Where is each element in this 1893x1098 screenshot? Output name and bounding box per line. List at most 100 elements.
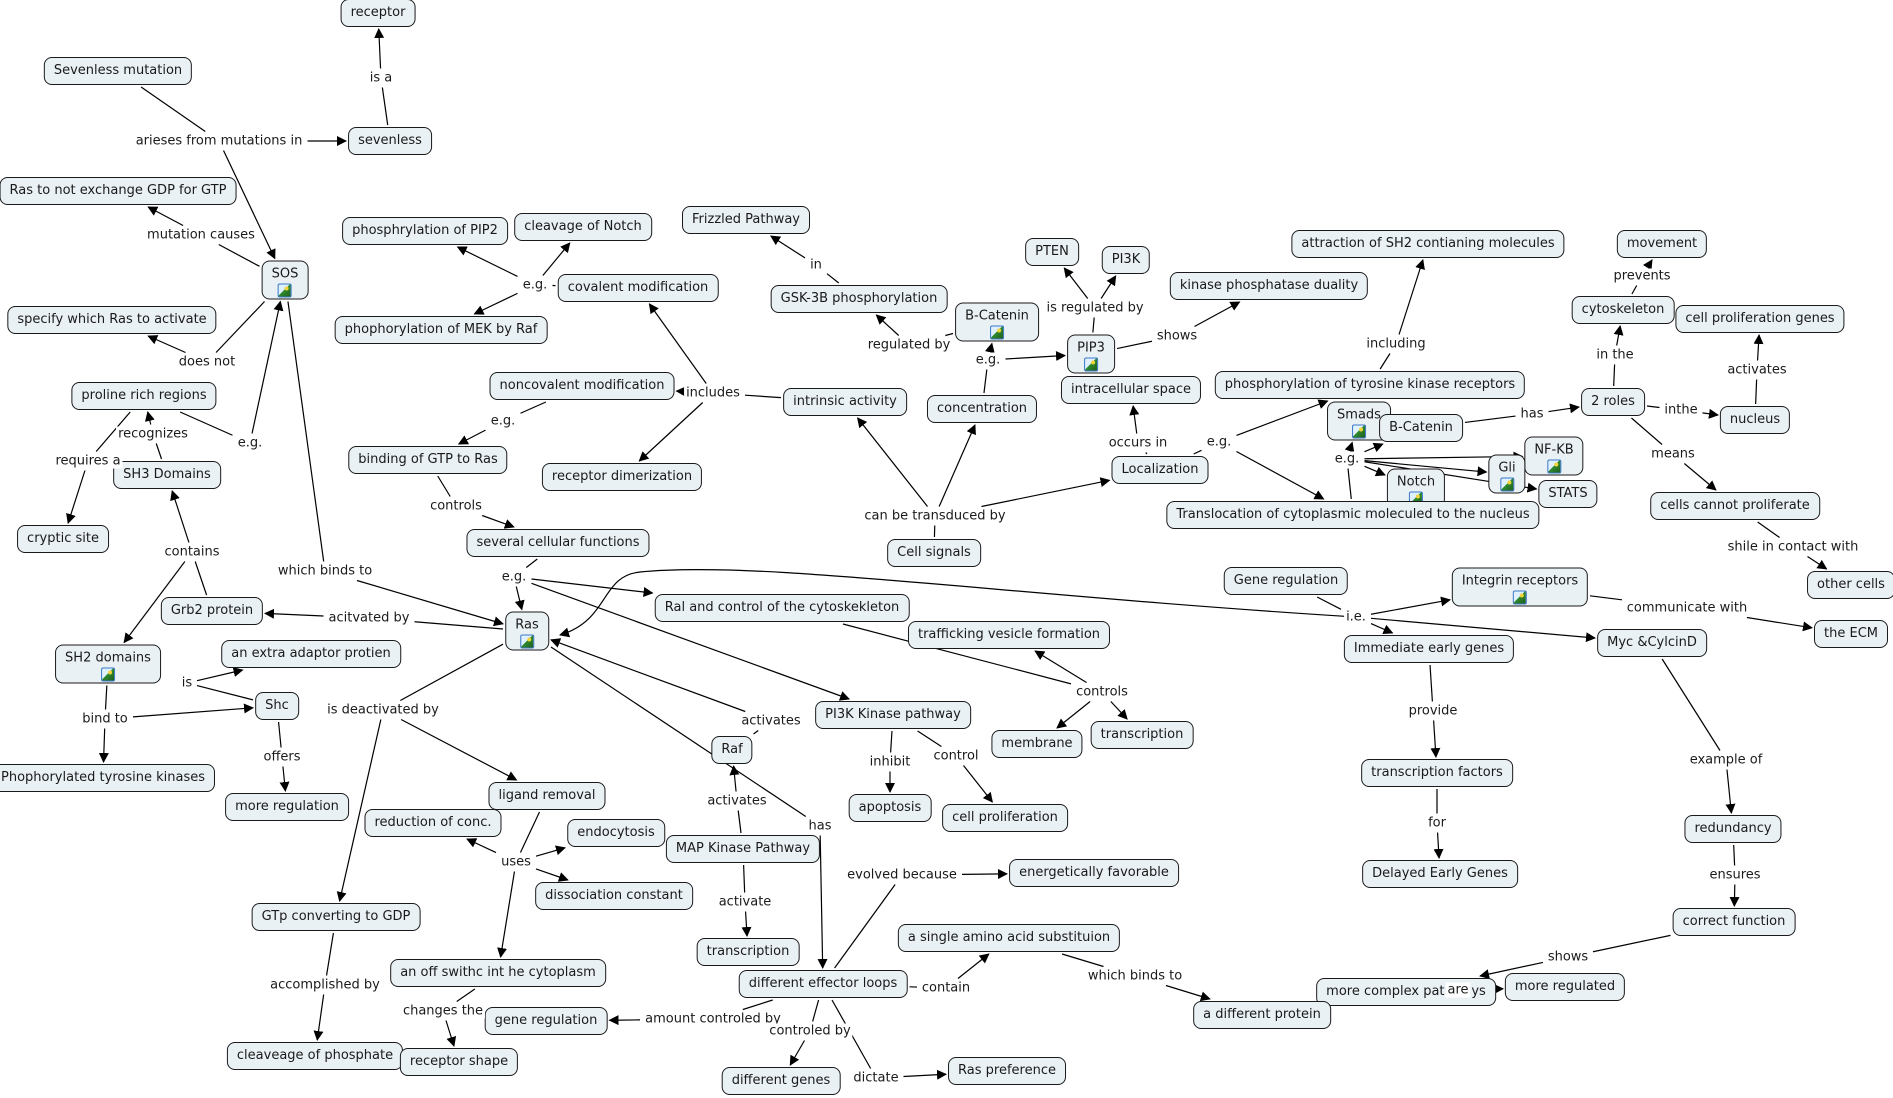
link-label-bind-to[interactable]: bind to <box>80 711 130 727</box>
link-label-controls-gtp[interactable]: controls <box>428 498 484 514</box>
link-label-mutation-causes[interactable]: mutation causes <box>145 227 257 243</box>
concept-node-ras-not-exchange[interactable]: Ras to not exchange GDP for GTP <box>0 177 237 205</box>
concept-node-dissociation[interactable]: dissociation constant <box>535 882 693 910</box>
concept-node-sevenless-mutation[interactable]: Sevenless mutation <box>43 57 193 85</box>
concept-node-more-regulated[interactable]: more regulated <box>1504 973 1626 1001</box>
concept-node-cell-prolif-genes[interactable]: cell proliferation genes <box>1675 305 1845 333</box>
concept-node-delayed-early[interactable]: Delayed Early Genes <box>1362 860 1518 888</box>
concept-node-apoptosis[interactable]: apoptosis <box>848 794 932 822</box>
link-label-contain[interactable]: contain <box>919 980 973 996</box>
concept-node-nfkb[interactable]: NF-KB <box>1524 436 1584 476</box>
concept-node-phos-mek[interactable]: phophorylation of MEK by Raf <box>334 316 548 344</box>
concept-node-specify-ras[interactable]: specify which Ras to activate <box>7 306 217 334</box>
image-attachment-icon[interactable] <box>1500 477 1514 492</box>
link-label-including[interactable]: including <box>1364 336 1428 352</box>
concept-node-single-amino[interactable]: a single amino acid substituion <box>897 924 1121 952</box>
link-label-activates-raf[interactable]: activates <box>739 713 803 729</box>
link-label-ie[interactable]: i.e. <box>1344 609 1368 625</box>
concept-node-concentration[interactable]: concentration <box>926 395 1038 423</box>
link-label-inhibit[interactable]: inhibit <box>867 754 913 770</box>
concept-node-map-kinase[interactable]: MAP Kinase Pathway <box>665 835 821 863</box>
concept-node-pten[interactable]: PTEN <box>1025 238 1079 266</box>
concept-node-myc[interactable]: Myc &CylcinD <box>1597 629 1707 657</box>
image-attachment-icon[interactable] <box>1083 357 1098 372</box>
concept-node-ral[interactable]: Ral and control of the cytoskekleton <box>654 594 910 622</box>
link-label-dictate[interactable]: dictate <box>851 1070 901 1086</box>
link-label-control-pi3k[interactable]: control <box>931 748 981 764</box>
concept-node-different-protein[interactable]: a different protein <box>1193 1001 1331 1029</box>
concept-node-trafficking[interactable]: trafficking vesicle formation <box>907 621 1111 649</box>
concept-node-redundancy[interactable]: redundancy <box>1684 815 1782 843</box>
link-label-shows-pip3[interactable]: shows <box>1154 328 1200 344</box>
link-label-is-regulated-by[interactable]: is regulated by <box>1044 300 1146 316</box>
link-label-which-binds-sos[interactable]: which binds to <box>275 563 375 579</box>
concept-node-intrinsic[interactable]: intrinsic activity <box>783 388 907 416</box>
link-label-controled-by[interactable]: controled by <box>767 1023 853 1039</box>
concept-node-receptor-shape[interactable]: receptor shape <box>399 1048 519 1076</box>
concept-node-ras-preference[interactable]: Ras preference <box>948 1057 1066 1085</box>
concept-node-endocytosis[interactable]: endocytosis <box>567 819 665 847</box>
concept-node-cleavage-notch[interactable]: cleavage of Notch <box>514 213 652 241</box>
link-label-in-frizzled[interactable]: in <box>808 257 824 273</box>
concept-node-effector-loops[interactable]: different effector loops <box>738 970 908 998</box>
concept-node-cells-cannot[interactable]: cells cannot proliferate <box>1650 492 1820 520</box>
link-label-which-binds-amino[interactable]: which binds to <box>1085 968 1185 984</box>
concept-node-phos-pip2[interactable]: phosphrylation of PIP2 <box>342 217 508 245</box>
link-label-activated-by[interactable]: acitvated by <box>326 610 412 626</box>
link-label-includes[interactable]: includes <box>684 385 742 401</box>
link-label-eg-noncovalent[interactable]: e.g. <box>488 413 518 429</box>
concept-node-correct-function[interactable]: correct function <box>1672 908 1796 936</box>
image-attachment-icon[interactable] <box>100 667 115 682</box>
concept-node-sos[interactable]: SOS <box>261 260 309 300</box>
link-label-regulated-by[interactable]: regulated by <box>865 337 953 353</box>
concept-node-gsk3b[interactable]: GSK-3B phosphorylation <box>770 285 948 313</box>
link-label-eg-conc[interactable]: e.g. <box>973 352 1003 368</box>
link-label-occurs-in[interactable]: occurs in <box>1106 435 1170 451</box>
image-attachment-icon[interactable] <box>1351 424 1366 439</box>
image-attachment-icon[interactable] <box>1547 459 1561 474</box>
concept-node-extra-adaptor[interactable]: an extra adaptor protien <box>221 640 401 668</box>
concept-node-frizzled[interactable]: Frizzled Pathway <box>682 206 810 234</box>
concept-node-gtp-gdp[interactable]: GTp converting to GDP <box>251 903 421 931</box>
concept-node-other-cells[interactable]: other cells <box>1807 571 1893 599</box>
concept-node-pi3k[interactable]: PI3K <box>1101 246 1151 274</box>
concept-node-transcription-factors[interactable]: transcription factors <box>1361 759 1513 787</box>
link-label-activate-transcription[interactable]: activate <box>716 894 774 910</box>
concept-node-binding-gtp[interactable]: binding of GTP to Ras <box>348 446 508 474</box>
concept-node-shc[interactable]: Shc <box>255 692 299 720</box>
concept-node-movement[interactable]: movement <box>1616 230 1708 258</box>
link-label-in-the[interactable]: in the <box>1594 347 1636 363</box>
link-label-example-of[interactable]: example of <box>1687 752 1765 768</box>
link-label-arieses[interactable]: arieses from mutations in <box>133 133 305 149</box>
concept-node-gene-regulation-top[interactable]: Gene regulation <box>1223 567 1349 595</box>
link-label-for[interactable]: for <box>1426 815 1448 831</box>
concept-node-different-genes[interactable]: different genes <box>721 1067 841 1095</box>
concept-node-immediate-early[interactable]: Immediate early genes <box>1343 635 1515 663</box>
concept-node-noncovalent-mod[interactable]: noncovalent modification <box>489 372 675 400</box>
concept-node-integrin[interactable]: Integrin receptors <box>1451 567 1589 607</box>
concept-node-two-roles[interactable]: 2 roles <box>1581 388 1645 416</box>
link-label-communicate[interactable]: communicate with <box>1624 600 1750 616</box>
link-label-requires[interactable]: requires a <box>53 453 123 469</box>
link-label-has-loops[interactable]: has <box>806 818 834 834</box>
link-label-provide[interactable]: provide <box>1406 703 1460 719</box>
concept-node-several-functions[interactable]: several cellular functions <box>466 529 650 557</box>
concept-node-covalent-mod[interactable]: covalent modification <box>557 274 719 302</box>
concept-node-attraction-sh2[interactable]: attraction of SH2 contianing molecules <box>1291 230 1565 258</box>
link-label-amount[interactable]: amount controled by <box>643 1011 783 1027</box>
link-label-changes[interactable]: changes the <box>400 1003 486 1019</box>
link-label-uses[interactable]: uses <box>499 854 533 870</box>
link-label-recognizes[interactable]: recognizes <box>116 426 190 442</box>
concept-node-off-switch[interactable]: an off swithc int he cytoplasm <box>390 959 606 987</box>
link-label-activates-map[interactable]: activates <box>705 793 769 809</box>
concept-node-cleaveage-phosphate[interactable]: cleaveage of phosphate <box>226 1042 404 1070</box>
link-label-does-not[interactable]: does not <box>176 354 238 370</box>
concept-node-gli[interactable]: Gli <box>1488 454 1526 494</box>
concept-node-transcription-bottom[interactable]: transcription <box>696 938 800 966</box>
link-label-inthe[interactable]: inthe <box>1662 402 1700 418</box>
concept-node-translocation[interactable]: Translocation of cytoplasmic moleculed t… <box>1166 501 1540 529</box>
link-label-eg-covalent[interactable]: e.g. <box>520 277 550 293</box>
concept-node-gene-regulation-low[interactable]: gene regulation <box>484 1007 608 1035</box>
concept-node-intracellular[interactable]: intracellular space <box>1060 376 1202 404</box>
concept-node-kinase-duality[interactable]: kinase phosphatase duality <box>1169 272 1369 300</box>
